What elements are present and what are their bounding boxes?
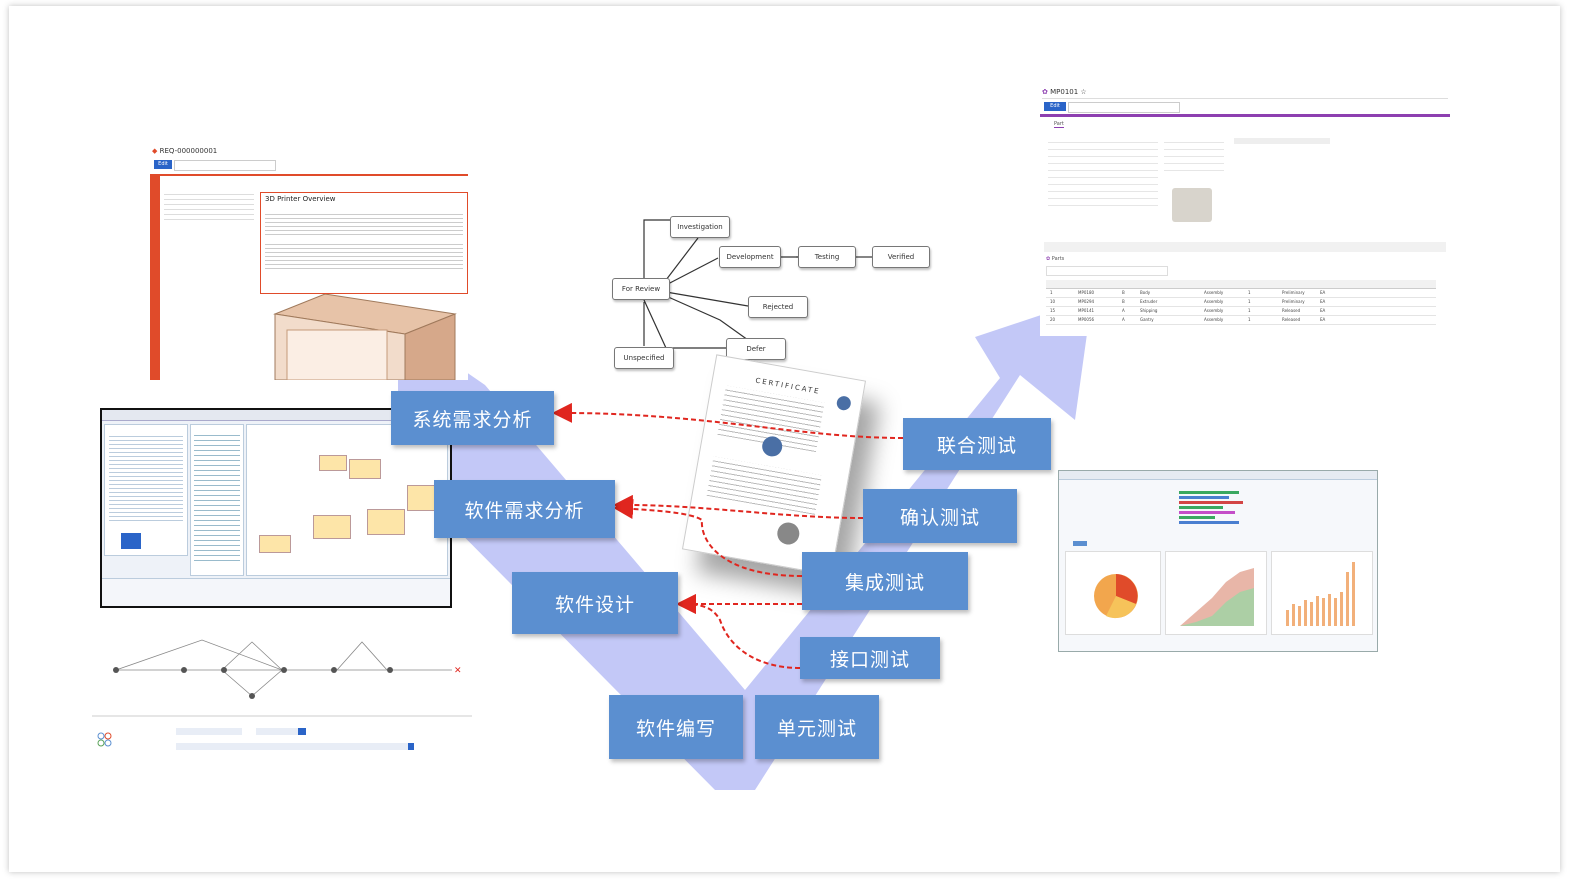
- table-cell: Assembly: [1204, 308, 1224, 313]
- table-cell: MP0056: [1078, 317, 1095, 322]
- state-development: Development: [719, 246, 781, 268]
- part-toolbar: [1068, 102, 1180, 113]
- part-form-mid: [1164, 136, 1224, 176]
- dashboard-screenshot: [1058, 470, 1378, 652]
- state-unspecified: Unspecified: [614, 347, 674, 369]
- modeling-tool-screenshot: [100, 408, 452, 608]
- table-cell: Assembly: [1204, 317, 1224, 322]
- extended-classification: [1234, 138, 1330, 144]
- panel-text-2: [265, 241, 463, 271]
- table-cell: Body: [1140, 290, 1151, 295]
- project-tree: [104, 424, 188, 556]
- table-cell: 1: [1248, 299, 1251, 304]
- edit-button[interactable]: Edit: [154, 160, 172, 169]
- table-cell: 1: [1248, 317, 1251, 322]
- state-rejected: Rejected: [748, 296, 808, 318]
- workflow-process-diagram: ✕: [92, 639, 472, 750]
- table-cell: Assembly: [1204, 290, 1224, 295]
- table-cell: Released: [1282, 317, 1301, 322]
- panel-text: [265, 211, 463, 235]
- pie-widget: [1065, 551, 1161, 635]
- table-cell: A: [1122, 317, 1125, 322]
- system-requirements-box: 系统需求分析: [391, 391, 554, 445]
- dashboard-menu: [1059, 471, 1377, 480]
- state-investigation: Investigation: [670, 216, 730, 238]
- req-id: REQ-000000001: [159, 147, 218, 155]
- table-cell: Assembly: [1204, 299, 1224, 304]
- panel-title: 3D Printer Overview: [265, 195, 336, 203]
- table-cell: EA: [1320, 317, 1326, 322]
- table-cell: Extruder: [1140, 299, 1158, 304]
- part-thumbnail: [1172, 188, 1212, 222]
- table-cell: Shipping: [1140, 308, 1158, 313]
- purple-bar: [1040, 114, 1450, 117]
- dashboard-tab[interactable]: [1073, 541, 1087, 546]
- req-detail-panel: 3D Printer Overview: [260, 192, 468, 294]
- printer-model: [273, 294, 457, 380]
- integration-test-box: 集成测试: [802, 552, 968, 610]
- table-cell: MP0294: [1078, 299, 1095, 304]
- table-cell: 1: [1248, 290, 1251, 295]
- table-cell: B: [1122, 290, 1125, 295]
- svg-text:✕: ✕: [454, 666, 462, 676]
- table-cell: A: [1122, 308, 1125, 313]
- side-rail: [150, 176, 160, 380]
- output-panel: [102, 578, 450, 606]
- element-list: [190, 424, 244, 576]
- tab-part[interactable]: Part: [1054, 121, 1064, 128]
- toolbar: [174, 160, 276, 171]
- table-cell: 15: [1050, 308, 1056, 313]
- tool-menu: [102, 410, 450, 421]
- state-defer: Defer: [726, 338, 786, 360]
- part-edit-button[interactable]: Edit: [1044, 102, 1066, 111]
- software-requirements-box: 软件需求分析: [434, 480, 615, 538]
- column-chart-widget: [1271, 551, 1373, 635]
- table-cell: 1: [1248, 308, 1251, 313]
- parts-toolbar: [1046, 266, 1168, 276]
- table-cell: Preliminary: [1282, 299, 1305, 304]
- table-row[interactable]: 20 MP0056 A Gantry Assembly 1 Released EA: [1046, 316, 1436, 325]
- req-title: ◆ REQ-000000001: [152, 147, 218, 155]
- table-row[interactable]: 15 MP0141 A Shipping Assembly 1 Released EA: [1046, 307, 1436, 316]
- table-row[interactable]: 1 MP0180 B Body Assembly 1 Preliminary EA: [1046, 289, 1436, 298]
- requirements-screenshot: ◆ REQ-000000001 Edit 3D Printer Overview: [150, 144, 468, 380]
- table-cell: B: [1122, 299, 1125, 304]
- table-cell: EA: [1320, 290, 1326, 295]
- bar-chart-widget: [1179, 489, 1249, 529]
- interface-test-box: 接口测试: [800, 637, 940, 679]
- state-for-review: For Review: [612, 278, 670, 300]
- bottom-tabs: [1044, 242, 1446, 252]
- parts-label: ✿ Parts: [1046, 256, 1065, 262]
- validation-test-box: 确认测试: [863, 489, 1017, 543]
- table-cell: 1: [1050, 290, 1053, 295]
- table-cell: 20: [1050, 317, 1056, 322]
- table-cell: 10: [1050, 299, 1056, 304]
- table-row[interactable]: 10 MP0294 B Extruder Assembly 1 Preliminary EA: [1046, 298, 1436, 307]
- state-testing: Testing: [798, 246, 856, 268]
- table-cell: EA: [1320, 308, 1326, 313]
- part-form-left: [1048, 136, 1158, 206]
- state-verified: Verified: [872, 246, 930, 268]
- table-cell: EA: [1320, 299, 1326, 304]
- table-cell: Released: [1282, 308, 1301, 313]
- joint-test-box: 联合测试: [903, 418, 1051, 470]
- part-title: ✿ MP0101 ☆: [1042, 88, 1087, 96]
- table-cell: MP0180: [1078, 290, 1095, 295]
- unit-test-box: 单元测试: [755, 695, 879, 759]
- table-cell: MP0141: [1078, 308, 1095, 313]
- red-bar: [150, 174, 468, 176]
- area-chart-widget: [1165, 551, 1267, 635]
- software-coding-box: 软件编写: [609, 695, 743, 759]
- software-design-box: 软件设计: [512, 572, 678, 634]
- table-cell: Preliminary: [1282, 290, 1305, 295]
- part-id: MP0101: [1050, 88, 1079, 96]
- divider: [1042, 98, 1448, 99]
- req-tree: [164, 190, 254, 260]
- table-cell: Gantry: [1140, 317, 1154, 322]
